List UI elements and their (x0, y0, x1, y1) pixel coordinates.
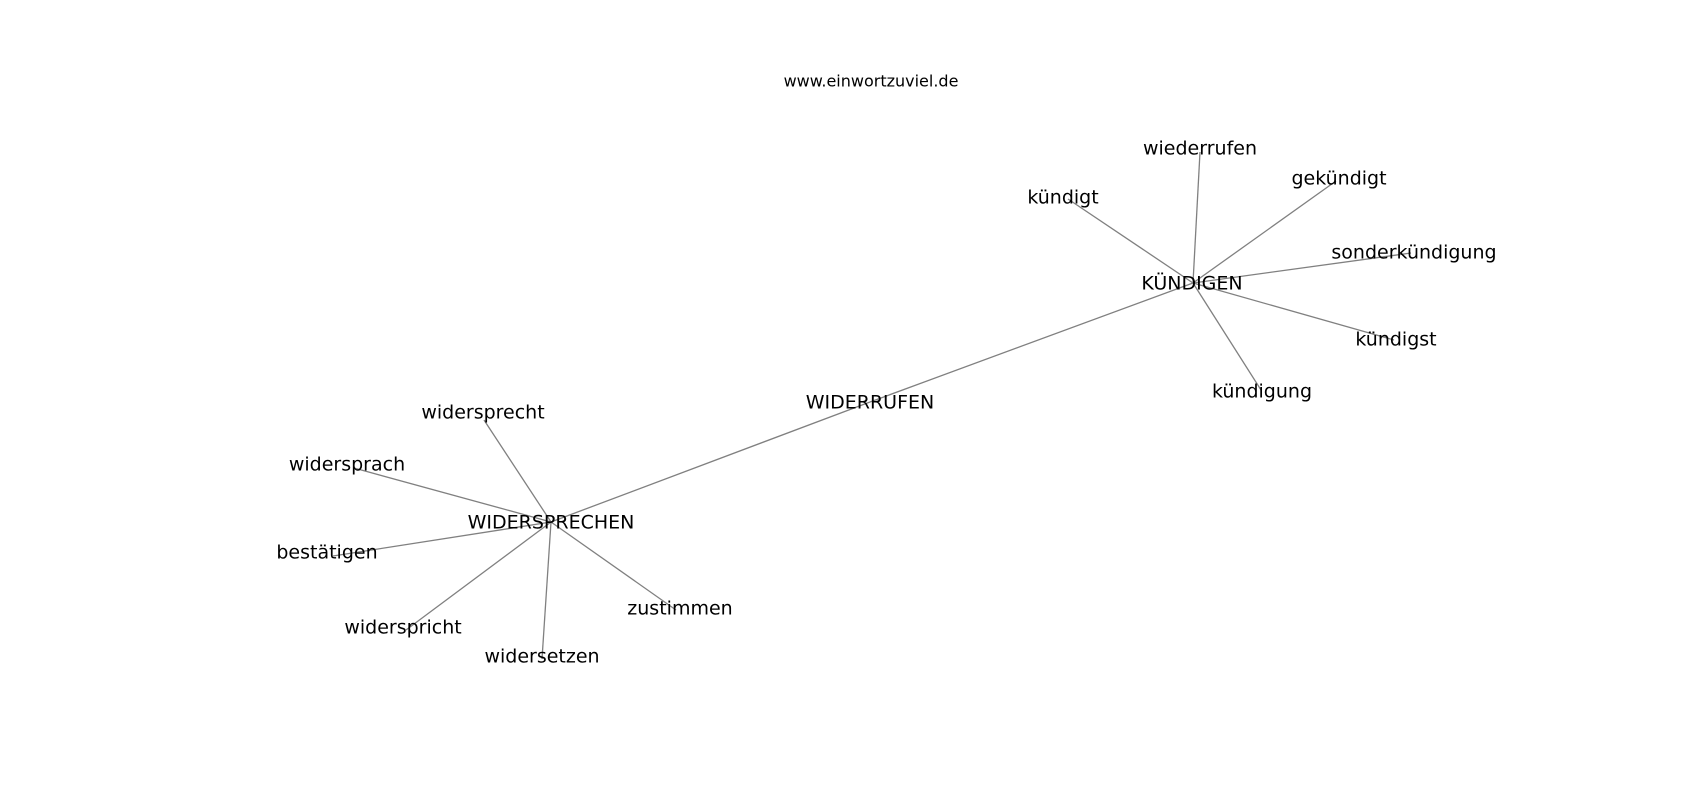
edge-widersprechen-widersetzen (541, 521, 552, 660)
label-layer: www.einwortzuviel.de WIDERRUFEN KÜNDIGEN… (276, 72, 1496, 668)
node-kuendigen: KÜNDIGEN (1141, 272, 1242, 295)
node-gekuendigt: gekündigt (1291, 168, 1386, 190)
node-kuendigung: kündigung (1212, 381, 1312, 403)
node-widersprechen: WIDERSPRECHEN (468, 512, 635, 534)
edge-kuendigen-wiederrufen (1192, 151, 1201, 284)
node-wiederrufen: wiederrufen (1143, 138, 1257, 160)
edge-widersprechen-widersprecht (483, 419, 552, 523)
edge-widersprechen-widersprach (353, 467, 552, 523)
node-bestaetigen: bestätigen (276, 542, 377, 564)
edge-kuendigen-kuendigt (1067, 198, 1194, 284)
edge-widerrufen-widersprechen (550, 401, 871, 523)
node-widersprecht: widersprecht (421, 402, 544, 424)
edge-kuendigen-kuendigst (1192, 282, 1395, 341)
edge-layer (332, 151, 1412, 660)
node-widerrufen: WIDERRUFEN (806, 392, 934, 414)
node-widersprach: widersprach (289, 454, 405, 476)
edge-widersprechen-bestaetigen (332, 521, 552, 557)
node-sonderkuendigung: sonderkündigung (1331, 242, 1496, 264)
edge-kuendigen-sonderkuendigung (1192, 252, 1412, 284)
edge-kuendigen-kuendigung (1192, 282, 1262, 391)
edge-widersprechen-zustimmen (550, 521, 677, 611)
node-kuendigst: kündigst (1355, 329, 1436, 351)
edge-kuendigen-gekuendigt (1192, 180, 1337, 284)
node-zustimmen: zustimmen (627, 598, 732, 620)
source-url: www.einwortzuviel.de (784, 72, 959, 91)
node-widersetzen: widersetzen (484, 646, 599, 668)
edge-widersprechen-widerspricht (405, 521, 552, 631)
node-kuendigt: kündigt (1027, 187, 1098, 209)
node-widerspricht: widerspricht (344, 617, 461, 639)
edge-widerrufen-kuendigen (869, 282, 1194, 403)
